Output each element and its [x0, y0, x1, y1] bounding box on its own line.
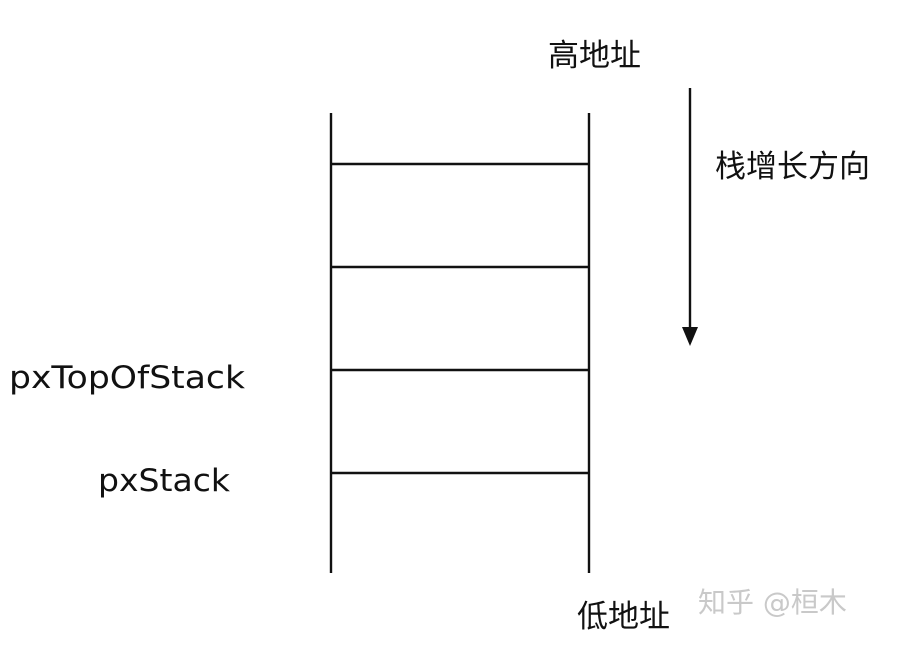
- px-top-of-stack-label: pxTopOfStack: [9, 360, 245, 396]
- growth-direction-label: 栈增长方向: [715, 149, 870, 185]
- watermark-text: 知乎 @桓木: [698, 586, 847, 619]
- px-stack-label: pxStack: [98, 463, 230, 499]
- high-address-label: 高地址: [548, 38, 641, 74]
- growth-arrow-head: [682, 327, 698, 346]
- low-address-label: 低地址: [577, 599, 670, 635]
